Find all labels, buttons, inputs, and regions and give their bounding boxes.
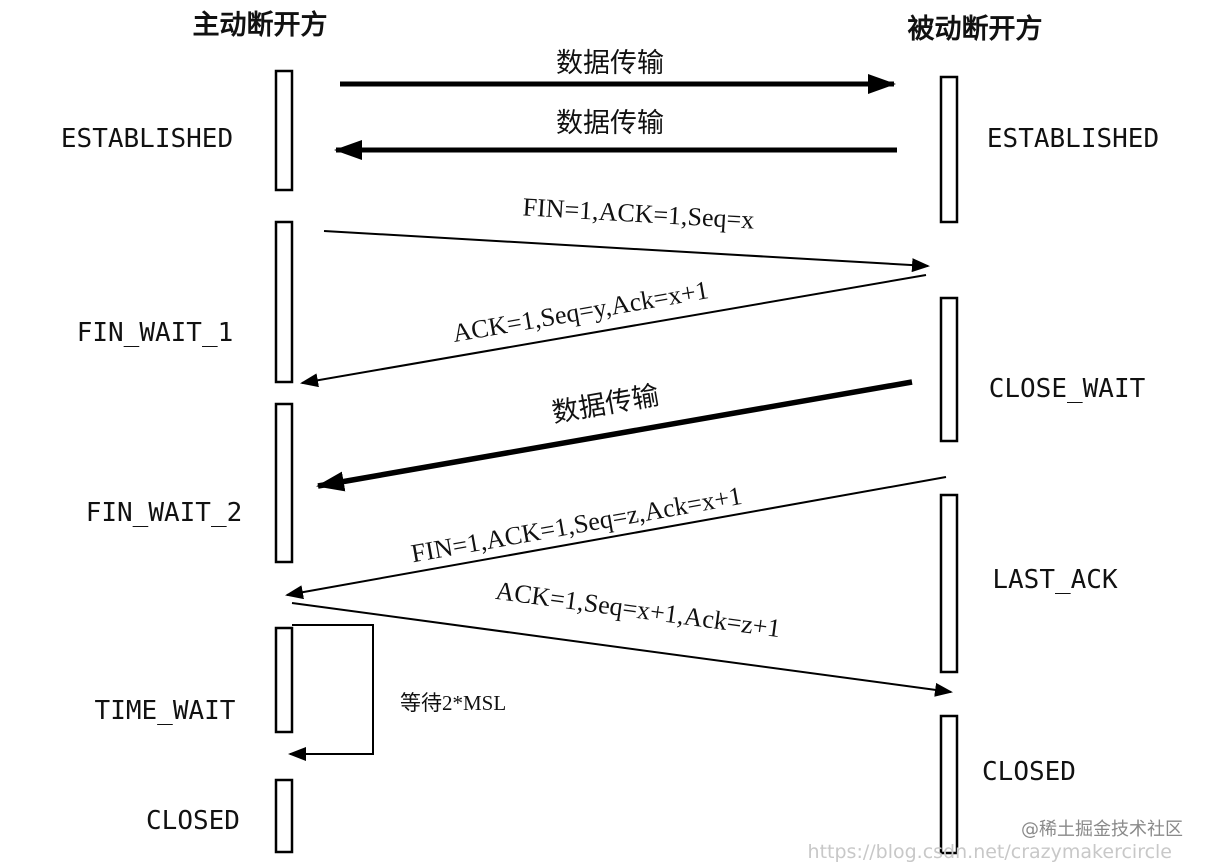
active-state-time-wait: TIME_WAIT [95, 696, 236, 726]
arrow-time-wait-loop [288, 624, 374, 761]
active-state-fin-wait-2: FIN_WAIT_2 [86, 498, 243, 528]
active-bar-fin-wait-2 [274, 402, 294, 564]
active-state-fin-wait-1: FIN_WAIT_1 [77, 318, 234, 348]
passive-side-header: 被动断开方 [908, 13, 1043, 45]
label-ack-2: ACK=1,Seq=x+1,Ack=z+1 [494, 576, 782, 643]
active-state-established: ESTABLISHED [61, 124, 233, 154]
label-data-transfer-2: 数据传输 [556, 108, 664, 139]
watermark-url: https://blog.csdn.net/crazymakercircle [808, 841, 1172, 863]
arrow-data-transfer-3 [316, 379, 913, 492]
watermark-site: @稀土掘金技术社区 [1021, 819, 1183, 840]
active-bar-closed [274, 778, 294, 854]
passive-bar-established [939, 75, 959, 224]
passive-state-close-wait: CLOSE_WAIT [989, 374, 1146, 404]
active-side-header: 主动断开方 [193, 9, 328, 41]
arrow-ack-2 [291, 602, 953, 697]
arrow-fin-2 [285, 476, 947, 600]
label-data-transfer-3: 数据传输 [550, 380, 662, 429]
passive-state-established: ESTABLISHED [987, 124, 1159, 154]
active-state-closed: CLOSED [146, 806, 240, 836]
passive-state-closed: CLOSED [982, 757, 1076, 787]
arrow-fin-1 [323, 230, 930, 273]
label-fin-2: FIN=1,ACK=1,Seq=z,Ack=x+1 [409, 481, 744, 568]
label-wait-2msl: 等待2*MSL [400, 691, 506, 715]
active-bar-time-wait [274, 626, 294, 734]
passive-bar-close-wait [939, 296, 959, 443]
label-data-transfer-1: 数据传输 [556, 48, 664, 79]
arrow-ack-1 [300, 274, 927, 388]
passive-bar-last-ack [939, 493, 959, 674]
label-ack-1: ACK=1,Seq=y,Ack=x+1 [450, 275, 710, 348]
passive-bar-closed [939, 714, 959, 855]
active-bar-fin-wait-1 [274, 220, 294, 384]
label-fin-1: FIN=1,ACK=1,Seq=x [522, 192, 755, 234]
active-bar-established [274, 69, 294, 192]
passive-state-last-ack: LAST_ACK [992, 565, 1118, 595]
